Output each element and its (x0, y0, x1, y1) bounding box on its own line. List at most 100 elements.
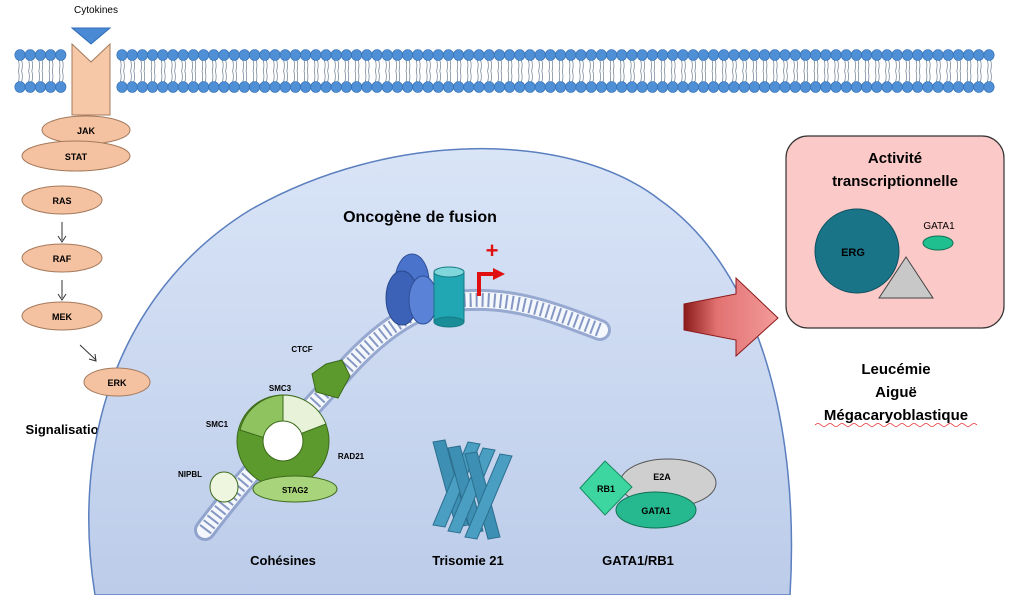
lipid-tail (235, 59, 237, 72)
lipid-tail (694, 70, 696, 83)
lipid-head (759, 49, 771, 61)
lipid-tail (908, 70, 911, 83)
lipid-head (269, 81, 281, 93)
lipid-head (371, 49, 383, 61)
lipid-head (595, 49, 607, 61)
lipid-head (850, 81, 862, 93)
lipid-tail (398, 59, 401, 72)
lipid-head (402, 81, 414, 93)
lipid-head (555, 81, 567, 93)
lipid-tail (58, 70, 61, 83)
lipid-head (218, 49, 230, 61)
lipid-tail (721, 70, 724, 83)
lipid-head (963, 81, 975, 93)
lipid-tail (711, 70, 714, 83)
lipid-tail (171, 59, 173, 72)
lipid-head (555, 49, 567, 61)
lipid-tail (446, 59, 448, 72)
lipid-head (391, 81, 403, 93)
lipid-tail (130, 59, 132, 72)
lipid-head (228, 49, 240, 61)
lipid-tail (854, 70, 856, 83)
lipid-tail (592, 70, 594, 83)
lipid-tail (888, 59, 890, 72)
lipid-tail (164, 70, 166, 83)
lipid-tail (510, 59, 513, 72)
lipid-tail (245, 70, 248, 83)
lipid-head (646, 49, 658, 61)
lipid-head (840, 81, 852, 93)
lipid-tail (429, 59, 431, 72)
lipid-tail (796, 59, 798, 72)
lipid-tail (62, 70, 64, 83)
lipid-tail (725, 70, 727, 83)
trisomie-21-label: Trisomie 21 (432, 553, 504, 568)
lipid-head (198, 81, 210, 93)
lipid-tail (915, 70, 918, 83)
lipid-head (891, 49, 903, 61)
oncogene-title: Oncogène de fusion (343, 209, 497, 226)
lipid-tail (691, 59, 693, 72)
lipid-tail (691, 70, 693, 83)
lipid-tail (936, 70, 938, 83)
ras-label: RAS (52, 196, 71, 206)
lipid-tail (477, 70, 479, 83)
lipid-tail (408, 59, 411, 72)
lipid-tail (123, 70, 125, 83)
lipid-tail (487, 70, 489, 83)
lipid-head (208, 49, 220, 61)
lipid-tail (354, 59, 357, 72)
lipid-head (55, 81, 67, 93)
lipid-head (606, 81, 618, 93)
lipid-tail (592, 59, 594, 72)
lipid-head (973, 81, 985, 93)
lipid-head (687, 81, 699, 93)
arrow-mek-erk (79, 344, 97, 361)
lipid-tail (630, 59, 632, 72)
lipid-tail (324, 59, 326, 72)
lipid-tail (38, 59, 40, 72)
lipid-tail (885, 59, 887, 72)
lipid-tail (347, 59, 350, 72)
lipid-head (769, 81, 781, 93)
lipid-tail (150, 59, 153, 72)
lipid-head (198, 49, 210, 61)
lipid-tail (459, 70, 462, 83)
lipid-tail (194, 70, 197, 83)
lipid-tail (653, 59, 656, 72)
lipid-tail (568, 59, 571, 72)
lipid-head (850, 49, 862, 61)
lipid-head (412, 81, 424, 93)
lipid-tail (776, 70, 778, 83)
lipid-tail (344, 70, 346, 83)
lipid-tail (517, 59, 520, 72)
chromosome-3-arm-b (464, 453, 513, 540)
lipid-tail (643, 59, 645, 72)
lipid-tail (426, 70, 428, 83)
lipid-tail (623, 70, 625, 83)
lipid-tail (398, 70, 401, 83)
lipid-tail (980, 70, 982, 83)
lipid-tail (337, 59, 339, 72)
lipid-head (667, 81, 679, 93)
lipid-tail (368, 70, 370, 83)
cohesin-complex: CTCF SMC3 SMC1 RAD21 STAG2 NIPBL Cohésin… (178, 345, 365, 568)
lipid-head (289, 49, 301, 61)
lipid-tail (714, 70, 717, 83)
lipid-head (840, 49, 852, 61)
lipid-tail (589, 70, 591, 83)
rb1-label: RB1 (597, 484, 615, 494)
lipid-tail (153, 59, 156, 72)
lipid-tail (939, 70, 941, 83)
lipid-head (432, 49, 444, 61)
lipid-head (952, 49, 964, 61)
lipid-head (636, 81, 648, 93)
lipid-head (300, 81, 312, 93)
lipid-tail (405, 70, 408, 83)
lipid-tail (701, 59, 703, 72)
lipid-tail (456, 70, 459, 83)
lipid-tail (793, 59, 795, 72)
lipid-tail (337, 70, 339, 83)
lipid-tail (344, 59, 346, 72)
lipid-tail (385, 70, 387, 83)
